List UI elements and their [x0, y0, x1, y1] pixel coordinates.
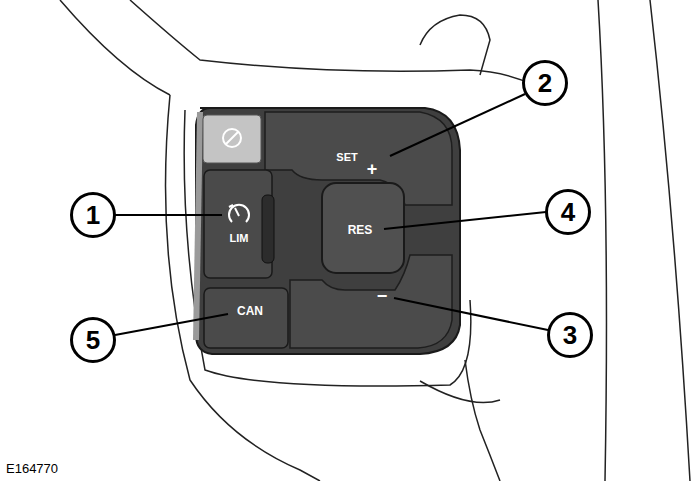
- cancel-button: [204, 288, 288, 348]
- button-label: RES: [348, 224, 373, 236]
- callout-circle: 3: [547, 312, 593, 358]
- button-label: −: [377, 287, 388, 305]
- callout-number: 4: [561, 199, 575, 225]
- cruise-on-button: [203, 115, 261, 163]
- callout-number: 2: [538, 70, 552, 96]
- button-label: SET: [336, 152, 357, 163]
- callout-circle: 5: [70, 317, 116, 363]
- figure-code: E164770: [6, 462, 58, 475]
- speed-limiter-icon: [229, 205, 249, 222]
- panel-edge: [196, 112, 200, 340]
- cruise-icon: [223, 129, 241, 147]
- button-label: +: [367, 160, 378, 178]
- button-panel: [196, 108, 460, 354]
- callout-circle: 4: [545, 189, 591, 235]
- wheel-outline: [60, 0, 690, 481]
- leader-line: [115, 94, 548, 335]
- button-divider: [262, 195, 274, 263]
- callout-number: 1: [86, 202, 100, 228]
- callout-number: 3: [563, 322, 577, 348]
- callout-circle: 2: [522, 60, 568, 106]
- button-label: CAN: [237, 305, 263, 317]
- callout-circle: 1: [70, 192, 116, 238]
- button-label: LIM: [230, 233, 249, 244]
- callout-number: 5: [86, 327, 100, 353]
